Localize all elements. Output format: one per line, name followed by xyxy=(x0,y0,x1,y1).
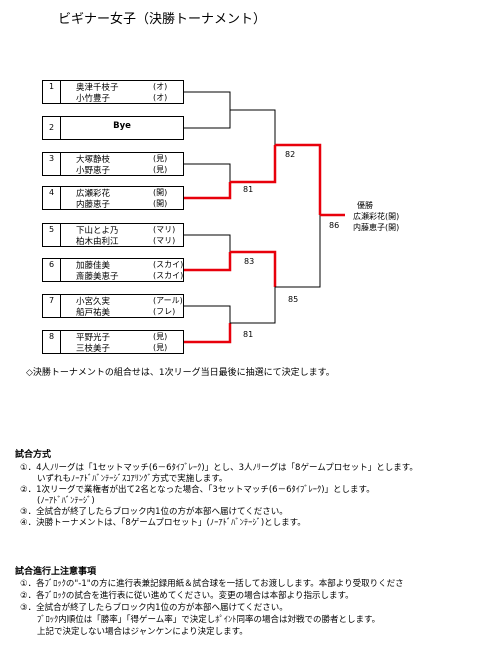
player-affiliation: (マリ) xyxy=(153,225,176,234)
team-number: 6 xyxy=(43,259,61,281)
r1-match-3-4-top xyxy=(184,163,231,182)
player-name: 船戸祐美 xyxy=(76,308,111,318)
final-upper-win xyxy=(275,143,322,215)
player-affiliation: (オ) xyxy=(153,82,168,91)
sf-upper-win xyxy=(230,145,277,184)
notes-heading: 試合進行上注意事項 xyxy=(15,567,97,577)
player-affiliation: (見) xyxy=(153,165,168,174)
player-name: 小竹豊子 xyxy=(76,94,111,104)
team-box-5: 5 下山とよ乃 (マリ) 柏木由利江 (マリ) xyxy=(42,223,184,247)
score-83: 83 xyxy=(244,257,255,266)
player-name: 柏木由利江 xyxy=(76,237,119,247)
score-81-lower: 81 xyxy=(243,330,254,339)
method-item-4: ④．決勝トーナメントは、「8ゲームプロセット」(ﾉｰｱﾄﾞﾊﾞﾝﾃｰｼﾞ)としま… xyxy=(20,518,306,528)
player-affiliation: (フレ) xyxy=(153,307,176,316)
method-item-1: ①．4人ﾉﾘーグは「1セットマッチ(6－6ﾀｲﾌﾞﾚｰｸ)」とし、3人ﾉﾘーグは… xyxy=(20,463,418,473)
player-name: 小宮久実 xyxy=(76,297,111,307)
player-name: 平野光子 xyxy=(76,333,111,343)
r1-match-7-8-win xyxy=(184,323,232,344)
player-affiliation: (見) xyxy=(153,332,168,341)
player-affiliation: (マリ) xyxy=(153,236,176,245)
method-item-2b: (ﾉｰｱﾄﾞﾊﾞﾝﾃｰｼﾞ) xyxy=(20,496,95,506)
team-box-6: 6 加藤佳美 (スカイ) 斎藤美恵子 (スカイ) xyxy=(42,258,184,282)
team-number: 2 xyxy=(43,117,61,139)
player-name: 斎藤美恵子 xyxy=(76,272,119,282)
bracket-lines xyxy=(184,91,345,344)
team-number: 1 xyxy=(43,81,61,103)
winner-player-2: 内藤恵子(開) xyxy=(353,223,400,232)
notes-item-1: ①．各ﾌﾞﾛｯｸの"-1"の方に進行表兼記録用紙＆試合球を一括してお渡しします。… xyxy=(20,579,404,589)
notes-item-2: ②．各ﾌﾞﾛｯｸの試合を進行表に従い進めてください。変更の場合は本部より指示しま… xyxy=(20,591,354,601)
player-affiliation: (オ) xyxy=(153,93,168,102)
team-box-2: 2 Bye xyxy=(42,116,184,140)
player-affiliation: (見) xyxy=(153,154,168,163)
team-box-7: 7 小宮久実 (アール) 船戸祐美 (フレ) xyxy=(42,294,184,318)
r1-match-1-2 xyxy=(184,91,231,129)
r1-match-3-4-win xyxy=(184,182,232,200)
player-name: 加藤佳美 xyxy=(76,261,111,271)
r1-match-7-8-top xyxy=(184,305,231,323)
method-item-1b: いずれもﾉｰｱﾄﾞﾊﾞﾝﾃｰｼﾞｽｺｱﾘﾝｸﾞ方式で実施します。 xyxy=(20,474,228,484)
team-box-8: 8 平野光子 (見) 三枝美子 (見) xyxy=(42,330,184,354)
player-name: 下山とよ乃 xyxy=(76,226,119,236)
page-title: ビギナー女子（決勝トーナメント） xyxy=(58,12,267,27)
score-85: 85 xyxy=(288,295,299,304)
bye-label: Bye xyxy=(113,121,131,131)
notes-item-3c: 上記で決定しない場合はジャンケンにより決定します。 xyxy=(20,627,248,637)
method-item-2: ②．1次リーグで業権者が出て2名となった場合、「3セットマッチ(6－6ﾀｲﾌﾞﾚ… xyxy=(20,485,375,495)
player-affiliation: (開) xyxy=(153,199,168,208)
player-affiliation: (開) xyxy=(153,188,168,197)
player-name: 大塚静枝 xyxy=(76,155,111,165)
method-heading: 試合方式 xyxy=(15,450,52,460)
player-affiliation: (見) xyxy=(153,343,168,352)
team-box-4: 4 広瀬彩花 (開) 内藤恵子 (開) xyxy=(42,186,184,210)
r1-match-5-6-top xyxy=(184,234,231,252)
score-81-upper: 81 xyxy=(243,185,254,194)
player-name: 小野恵子 xyxy=(76,166,111,176)
method-item-3: ③．全試合が終了したらブロック内1位の方が本部へ届けてください。 xyxy=(20,507,288,517)
sf-lower-win xyxy=(230,250,277,287)
player-affiliation: (アール) xyxy=(153,296,183,305)
player-affiliation: (スカイ) xyxy=(153,260,184,269)
notes-item-3b: ﾌﾞﾛｯｸ内順位は「勝率」「得ゲーム率」で決定しﾎﾟｲﾝﾄ同率の場合は対戦での勝… xyxy=(20,615,381,625)
player-affiliation: (スカイ) xyxy=(153,271,184,280)
score-86: 86 xyxy=(329,221,340,230)
score-82: 82 xyxy=(285,150,296,159)
r1-match-5-6-win xyxy=(184,252,232,272)
winner-player-1: 広瀬彩花(開) xyxy=(353,212,400,221)
player-name: 三枝美子 xyxy=(76,344,111,354)
sf-lower-bottom xyxy=(230,287,276,324)
team-number: 8 xyxy=(43,331,61,353)
final-lower xyxy=(275,215,321,288)
team-box-1: 1 奥津千枝子 (オ) 小竹豊子 (オ) xyxy=(42,80,184,104)
draw-note: ◇決勝トーナメントの組合せは、1次リーグ当日最後に抽選にて決定します。 xyxy=(26,368,335,378)
sf-upper-top xyxy=(230,109,276,145)
team-number: 5 xyxy=(43,224,61,246)
team-box-3: 3 大塚静枝 (見) 小野恵子 (見) xyxy=(42,152,184,176)
winner-label: 優勝 xyxy=(357,201,373,210)
team-number: 4 xyxy=(43,187,61,209)
team-number: 7 xyxy=(43,295,61,317)
player-name: 内藤恵子 xyxy=(76,200,111,210)
team-number: 3 xyxy=(43,153,61,175)
player-name: 広瀬彩花 xyxy=(76,189,111,199)
player-name: 奥津千枝子 xyxy=(76,83,119,93)
notes-item-3: ③．全試合が終了したらブロック内1位の方が本部へ届けてください。 xyxy=(20,603,288,613)
